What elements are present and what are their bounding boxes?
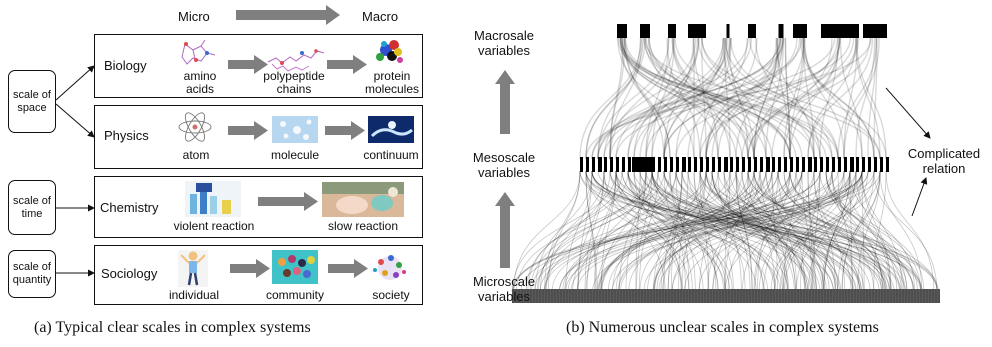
row-block-arrows <box>228 55 368 278</box>
relation-pointer-lower <box>911 177 928 217</box>
scale-of-space-box: scale of space <box>8 70 56 133</box>
slow-reaction-label: slow reaction <box>327 219 399 233</box>
panel-b-caption: (b) Numerous unclear scales in complex s… <box>566 319 879 336</box>
biology-label: Biology <box>104 58 147 73</box>
amino-acids-image <box>181 39 216 65</box>
micro-macro-arrow-head <box>326 5 340 25</box>
protein-molecules-image <box>376 40 403 63</box>
meso-to-macro-arrow-head <box>495 70 515 84</box>
slow-reaction-image <box>322 182 404 217</box>
mesoscale-cluster-node <box>632 157 654 172</box>
violent-reaction-image <box>185 181 241 217</box>
continuum-label: continuum <box>363 148 419 162</box>
scale-of-time-box: scale of time <box>8 180 56 235</box>
scale-of-quantity-label: scale of quantity <box>12 261 52 286</box>
space-to-physics-arrow <box>55 103 95 138</box>
molecule-label: molecule <box>270 148 320 162</box>
micro-label: Micro <box>178 9 210 24</box>
macroscale-label: Macrosale variables <box>474 28 534 58</box>
society-label: society <box>372 288 410 302</box>
society-image <box>373 255 406 280</box>
individual-label: individual <box>168 288 220 302</box>
mesoscale-nodes <box>580 157 889 172</box>
micro-to-meso-arrow-head <box>495 192 515 206</box>
atom-label: atom <box>182 148 210 162</box>
atom-image <box>178 112 212 142</box>
polypeptide-chains-label: polypeptide chains <box>263 69 325 96</box>
scale-of-time-label: scale of time <box>13 194 51 220</box>
mesoscale-label: Mesoscale variables <box>472 150 536 180</box>
polypeptide-chains-image <box>267 49 325 72</box>
micro-to-meso-arrow-shaft <box>500 206 510 268</box>
community-image <box>272 250 318 284</box>
meso-macro-links <box>579 37 887 160</box>
micro-macro-arrow-shaft <box>236 10 326 20</box>
community-label: community <box>265 288 324 302</box>
scale-of-quantity-box: scale of quantity <box>8 250 56 298</box>
chemistry-label: Chemistry <box>100 200 159 215</box>
scale-of-space-label: scale of space <box>13 88 51 114</box>
physics-label: Physics <box>104 128 149 143</box>
relation-pointer-upper <box>885 87 931 139</box>
macroscale-nodes <box>617 24 887 38</box>
micro-meso-links <box>511 170 939 293</box>
amino-acids-label: amino acids <box>183 69 217 96</box>
protein-molecules-label: protein molecules <box>364 69 420 96</box>
complicated-relation-label: Complicated relation <box>907 146 981 176</box>
macro-label: Macro <box>362 9 399 24</box>
space-to-biology-arrow <box>55 65 95 101</box>
microscale-label: Microscale variables <box>472 274 536 304</box>
panel-a-caption: (a) Typical clear scales in complex syst… <box>34 319 311 336</box>
sociology-label: Sociology <box>101 266 158 281</box>
individual-image <box>178 250 208 287</box>
violent-reaction-label: violent reaction <box>173 219 255 233</box>
microscale-node-ticks <box>512 289 940 303</box>
meso-to-macro-arrow-shaft <box>500 84 510 134</box>
